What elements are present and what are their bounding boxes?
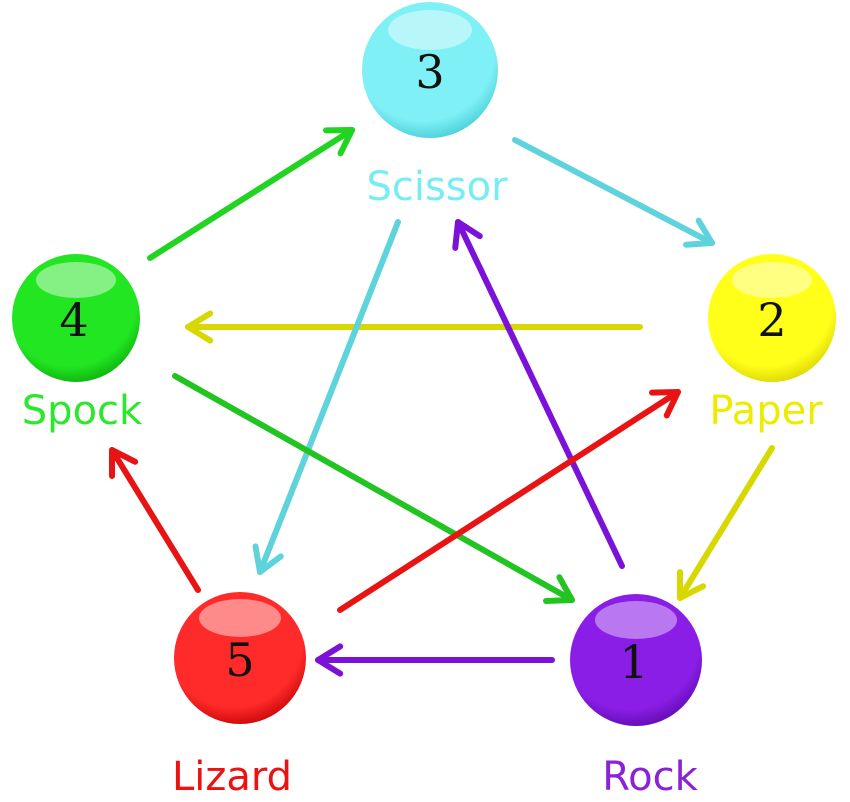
arrow-paper-to-rock xyxy=(677,445,775,601)
node-spock: 4 Spock xyxy=(12,254,143,434)
node-label-paper: Paper xyxy=(709,388,823,434)
arrow-shaft xyxy=(455,219,625,569)
arrow-lizard-to-spock xyxy=(109,447,201,593)
arrow-spock-to-rock xyxy=(172,373,575,604)
arrow-shaft xyxy=(512,137,715,246)
arrow-shaft xyxy=(677,445,775,601)
node-number-lizard: 5 xyxy=(225,633,254,687)
node-ball-paper xyxy=(708,254,836,382)
node-number-rock: 1 xyxy=(619,635,648,689)
arrow-shaft xyxy=(109,447,201,593)
arrow-head xyxy=(185,310,214,344)
arrow-scissor-to-lizard xyxy=(252,219,401,575)
node-number-scissor: 3 xyxy=(415,45,444,99)
node-highlight-rock xyxy=(595,601,677,639)
node-label-spock: Spock xyxy=(22,388,143,434)
arrow-shaft xyxy=(337,389,681,613)
arrow-head xyxy=(323,127,355,157)
arrow-scissor-to-paper xyxy=(512,137,715,248)
arrow-rock-to-lizard xyxy=(315,643,555,677)
node-paper: 2 Paper xyxy=(708,254,836,434)
node-highlight-lizard xyxy=(199,599,281,637)
node-number-spock: 4 xyxy=(59,293,88,347)
arrow-head xyxy=(543,574,575,604)
arrow-lizard-to-paper xyxy=(337,389,681,613)
arrow-head xyxy=(452,219,483,251)
node-ball-scissor xyxy=(362,2,498,138)
arrow-paper-to-spock xyxy=(185,310,643,344)
arrow-rock-to-scissor xyxy=(452,219,625,569)
arrow-shaft xyxy=(147,127,355,261)
node-ball-lizard xyxy=(174,592,306,724)
arrow-spock-to-scissor xyxy=(147,127,355,261)
arrows-layer xyxy=(109,127,775,677)
node-highlight-scissor xyxy=(388,10,472,50)
node-highlight-spock xyxy=(36,262,116,298)
node-number-paper: 2 xyxy=(757,293,786,347)
node-rock: 1 Rock xyxy=(570,594,702,800)
node-ball-spock xyxy=(12,254,140,382)
arrow-head xyxy=(315,643,344,677)
arrow-head xyxy=(252,543,284,575)
node-ball-rock xyxy=(570,594,702,726)
arrow-head xyxy=(109,447,139,479)
node-label-rock: Rock xyxy=(602,754,698,800)
arrow-head xyxy=(683,217,715,248)
arrow-shaft xyxy=(257,219,401,575)
arrow-head xyxy=(649,389,681,419)
node-lizard: 5 Lizard xyxy=(172,592,306,800)
arrow-head xyxy=(677,569,707,601)
node-label-scissor: Scissor xyxy=(366,164,508,210)
node-label-lizard: Lizard xyxy=(172,754,292,800)
node-scissor: 3 Scissor xyxy=(362,2,508,210)
arrow-shaft xyxy=(172,373,575,603)
node-highlight-paper xyxy=(732,262,812,298)
